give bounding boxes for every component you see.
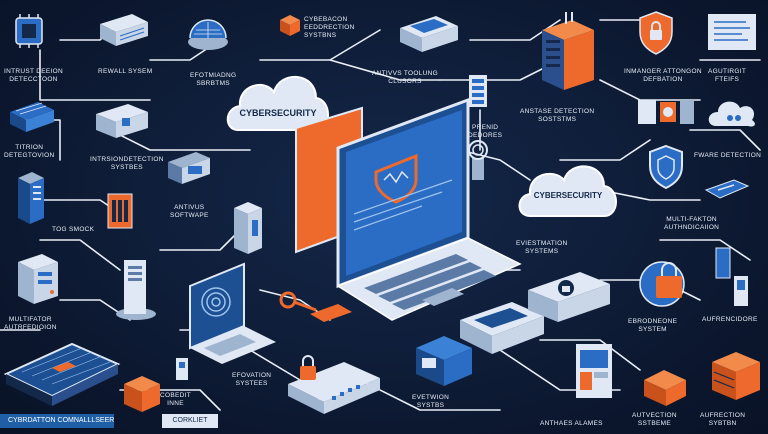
shield-icon-right xyxy=(649,144,683,190)
bottom-banner-right: CORKLIET xyxy=(162,414,218,428)
intrusion-box-icon xyxy=(96,104,148,138)
usb-device-icon xyxy=(176,358,188,380)
chip-icon xyxy=(15,14,43,48)
cloud-icon-left: CYBERSECURITY xyxy=(226,76,329,131)
tablet-device-icon xyxy=(168,152,210,184)
card-tile-icon xyxy=(704,179,750,199)
firewall-server-icon xyxy=(100,14,148,46)
server-rack-icon xyxy=(18,172,44,224)
document-screen-icon xyxy=(708,14,756,50)
label-tog-smock: TOG SMOCK xyxy=(52,226,95,233)
lock-orb-icon xyxy=(639,261,685,307)
tablet-cluster-icon xyxy=(576,344,612,398)
laptop-icon xyxy=(295,97,522,321)
encryption-dome-icon xyxy=(188,19,228,50)
label-aufrencidore: AUFRENCIDORE xyxy=(702,316,758,323)
router-icon xyxy=(528,272,610,322)
bottom-banner-left: CYBRDATTON COMNALLLSEER xyxy=(0,414,115,428)
cloud-label-right: CYBERSECURITY xyxy=(534,191,603,200)
circuit-board-icon xyxy=(3,342,121,406)
fingerprint-icon xyxy=(468,140,488,180)
router-bottom-icon xyxy=(288,355,380,414)
label-fware-detection: FWARE DETECTION xyxy=(694,152,762,159)
monitor-icon xyxy=(400,16,458,52)
tower-device-icon xyxy=(116,260,156,320)
mini-panels-icon xyxy=(638,100,694,124)
laptop-small-icon xyxy=(189,262,276,364)
pillar-server-icon xyxy=(234,202,262,254)
orange-rack-icon xyxy=(107,193,133,229)
cloud-icon-small xyxy=(708,101,755,127)
storage-block-icon xyxy=(10,102,54,132)
cloud-icon-right: CYBERSECURITY xyxy=(518,165,617,217)
orange-stack-icon xyxy=(712,352,760,400)
scanner-icon xyxy=(460,302,544,354)
key-icon xyxy=(279,291,352,322)
encryption-cube-icon xyxy=(416,336,472,386)
label-antimas: ANTHAES ALAMES xyxy=(540,420,603,427)
rack-small-icon xyxy=(469,75,487,107)
phone-devices-icon xyxy=(715,247,748,306)
server-unit-icon xyxy=(18,254,58,304)
orange-server-icon xyxy=(124,376,160,412)
cloud-label-left: CYBERSECURITY xyxy=(239,108,316,118)
label-firewall-system: REWALL SYSEM xyxy=(98,68,153,75)
shield-icon xyxy=(639,11,673,55)
orange-block-icon xyxy=(644,370,686,406)
server-tower-icon xyxy=(542,12,594,90)
orange-module-icon xyxy=(280,15,300,36)
